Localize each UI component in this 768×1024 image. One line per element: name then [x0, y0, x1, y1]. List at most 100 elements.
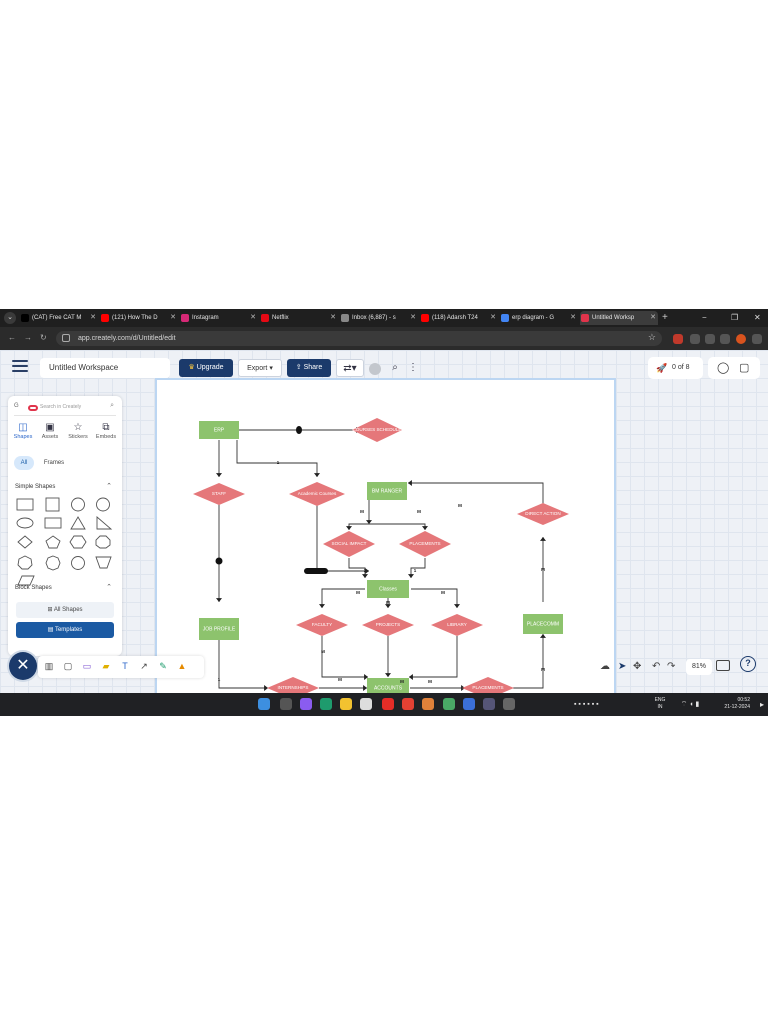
relationship-staff[interactable]: [193, 483, 245, 505]
arrowhead[interactable]: [385, 604, 391, 608]
minimize-button[interactable]: −: [702, 313, 707, 322]
arrowhead[interactable]: [362, 574, 368, 578]
collapse-icon[interactable]: ⌃: [106, 584, 112, 591]
browser-menu-icon[interactable]: [752, 334, 762, 344]
extension-icon[interactable]: [673, 334, 683, 344]
relationship-internships[interactable]: [267, 677, 319, 696]
close-tab-icon[interactable]: ✕: [170, 314, 176, 321]
entity-bm-ranger[interactable]: [367, 482, 407, 500]
menu-icon[interactable]: [12, 360, 28, 374]
close-tab-icon[interactable]: ✕: [650, 314, 656, 321]
connector-line[interactable]: [348, 558, 366, 578]
browser-tab[interactable]: Untitled Worksp✕: [580, 311, 658, 325]
help-button[interactable]: ?: [740, 656, 756, 672]
relationship-direct-action[interactable]: [517, 503, 569, 525]
tray-icons[interactable]: ▪ ▪ ▪ ▪ ▪ ▪: [574, 701, 599, 708]
arrowhead[interactable]: [454, 604, 460, 608]
search-icon[interactable]: [280, 698, 292, 710]
arrowhead[interactable]: [364, 674, 368, 680]
templates-button[interactable]: ▤ Templates: [16, 622, 114, 638]
browser-tab[interactable]: Inbox (6,887) - s✕: [340, 311, 418, 325]
arrowhead[interactable]: [540, 634, 546, 638]
filter-chip-all[interactable]: All: [14, 456, 34, 470]
entity-classes[interactable]: [367, 580, 409, 598]
browser-tab[interactable]: (CAT) Free CAT M✕: [20, 311, 98, 325]
close-tab-icon[interactable]: ✕: [570, 314, 576, 321]
app-icon[interactable]: [422, 698, 434, 710]
shape-search[interactable]: G Search in Creately ⌕: [14, 402, 116, 416]
tab-embeds[interactable]: ⧉Embeds: [93, 422, 119, 440]
arrowhead[interactable]: [540, 537, 546, 541]
arrowhead[interactable]: [264, 685, 268, 691]
close-window-button[interactable]: ✕: [754, 313, 761, 322]
text-tool-icon[interactable]: T: [122, 661, 128, 671]
redo-icon[interactable]: ↷: [667, 661, 676, 672]
browser-tab[interactable]: (121) How The D✕: [100, 311, 178, 325]
relationship-placements[interactable]: [399, 531, 451, 557]
close-tab-icon[interactable]: ✕: [490, 314, 496, 321]
download-icon[interactable]: [720, 334, 730, 344]
windows-start-icon[interactable]: [258, 698, 270, 710]
entity-accounts[interactable]: [367, 678, 409, 696]
connector-line[interactable]: [321, 636, 368, 678]
arrowhead[interactable]: [346, 526, 352, 530]
close-toolbar-button[interactable]: ✕: [9, 652, 37, 680]
export-button[interactable]: Export ▾: [238, 359, 282, 377]
extension-icon[interactable]: [705, 334, 715, 344]
participation-marker[interactable]: [304, 568, 328, 574]
comment-icon[interactable]: ◯: [717, 362, 730, 374]
sidebar-toggle-icon[interactable]: ▥: [44, 661, 54, 671]
profile-avatar[interactable]: [736, 334, 746, 344]
connector-line[interactable]: [369, 523, 426, 530]
connector-line[interactable]: [513, 634, 544, 689]
notes-icon[interactable]: ▢: [739, 362, 750, 374]
reload-icon[interactable]: ↻: [40, 333, 47, 342]
arrowhead[interactable]: [385, 673, 391, 677]
tab-stickers[interactable]: ☆Stickers: [65, 422, 91, 440]
tab-assets[interactable]: ▣Assets: [37, 422, 63, 440]
relationship-academic-courses[interactable]: [289, 482, 345, 506]
browser-tab[interactable]: Netflix✕: [260, 311, 338, 325]
connector-line[interactable]: [321, 588, 365, 608]
copilot-icon[interactable]: [300, 698, 312, 710]
keyboard-icon[interactable]: [716, 660, 730, 671]
connector-line[interactable]: [409, 636, 458, 678]
arrowhead[interactable]: [365, 568, 369, 574]
relationship-courses-schedule[interactable]: [352, 418, 402, 442]
frame-tool-icon[interactable]: ▭: [82, 661, 92, 671]
arrowhead[interactable]: [314, 473, 320, 477]
relationship-projects[interactable]: [362, 614, 414, 636]
extension-icon[interactable]: [690, 334, 700, 344]
pen-tool-icon[interactable]: ✎: [159, 661, 167, 671]
tab-shapes[interactable]: ◫Shapes: [10, 422, 36, 440]
connector-line[interactable]: [236, 440, 318, 477]
browser-tab[interactable]: Instagram✕: [180, 311, 258, 325]
search-icon[interactable]: ⌕: [110, 402, 114, 409]
close-tab-icon[interactable]: ✕: [410, 314, 416, 321]
file-explorer-icon[interactable]: [340, 698, 352, 710]
zoom-level[interactable]: 81%: [686, 659, 712, 675]
search-icon[interactable]: ⌕: [392, 362, 398, 373]
select-tool-icon[interactable]: ➤: [618, 661, 627, 672]
upgrade-button[interactable]: ♛ Upgrade: [179, 359, 233, 377]
arrowhead[interactable]: [408, 574, 414, 578]
arrowhead[interactable]: [408, 480, 412, 486]
pan-tool-icon[interactable]: ✥: [633, 661, 642, 672]
entity-placecomm[interactable]: [523, 614, 563, 634]
network-volume-icon[interactable]: ⌔ ◖ ▮: [680, 701, 700, 708]
arrowhead[interactable]: [216, 473, 222, 477]
rectangle-tool-icon[interactable]: ▢: [63, 661, 73, 671]
connector-line[interactable]: [348, 523, 369, 530]
collapse-icon[interactable]: ⌃: [106, 483, 112, 490]
connector-line[interactable]: [408, 482, 544, 504]
relationship-social-impact[interactable]: [323, 531, 375, 557]
chrome-profile-icon[interactable]: [443, 698, 455, 710]
bookmark-star-icon[interactable]: ☆: [647, 332, 656, 342]
edge-icon[interactable]: [320, 698, 332, 710]
relationship-library[interactable]: [431, 614, 483, 636]
share-button[interactable]: ⇪ Share: [287, 359, 331, 377]
app-icon[interactable]: [463, 698, 475, 710]
arrowhead[interactable]: [409, 674, 413, 680]
